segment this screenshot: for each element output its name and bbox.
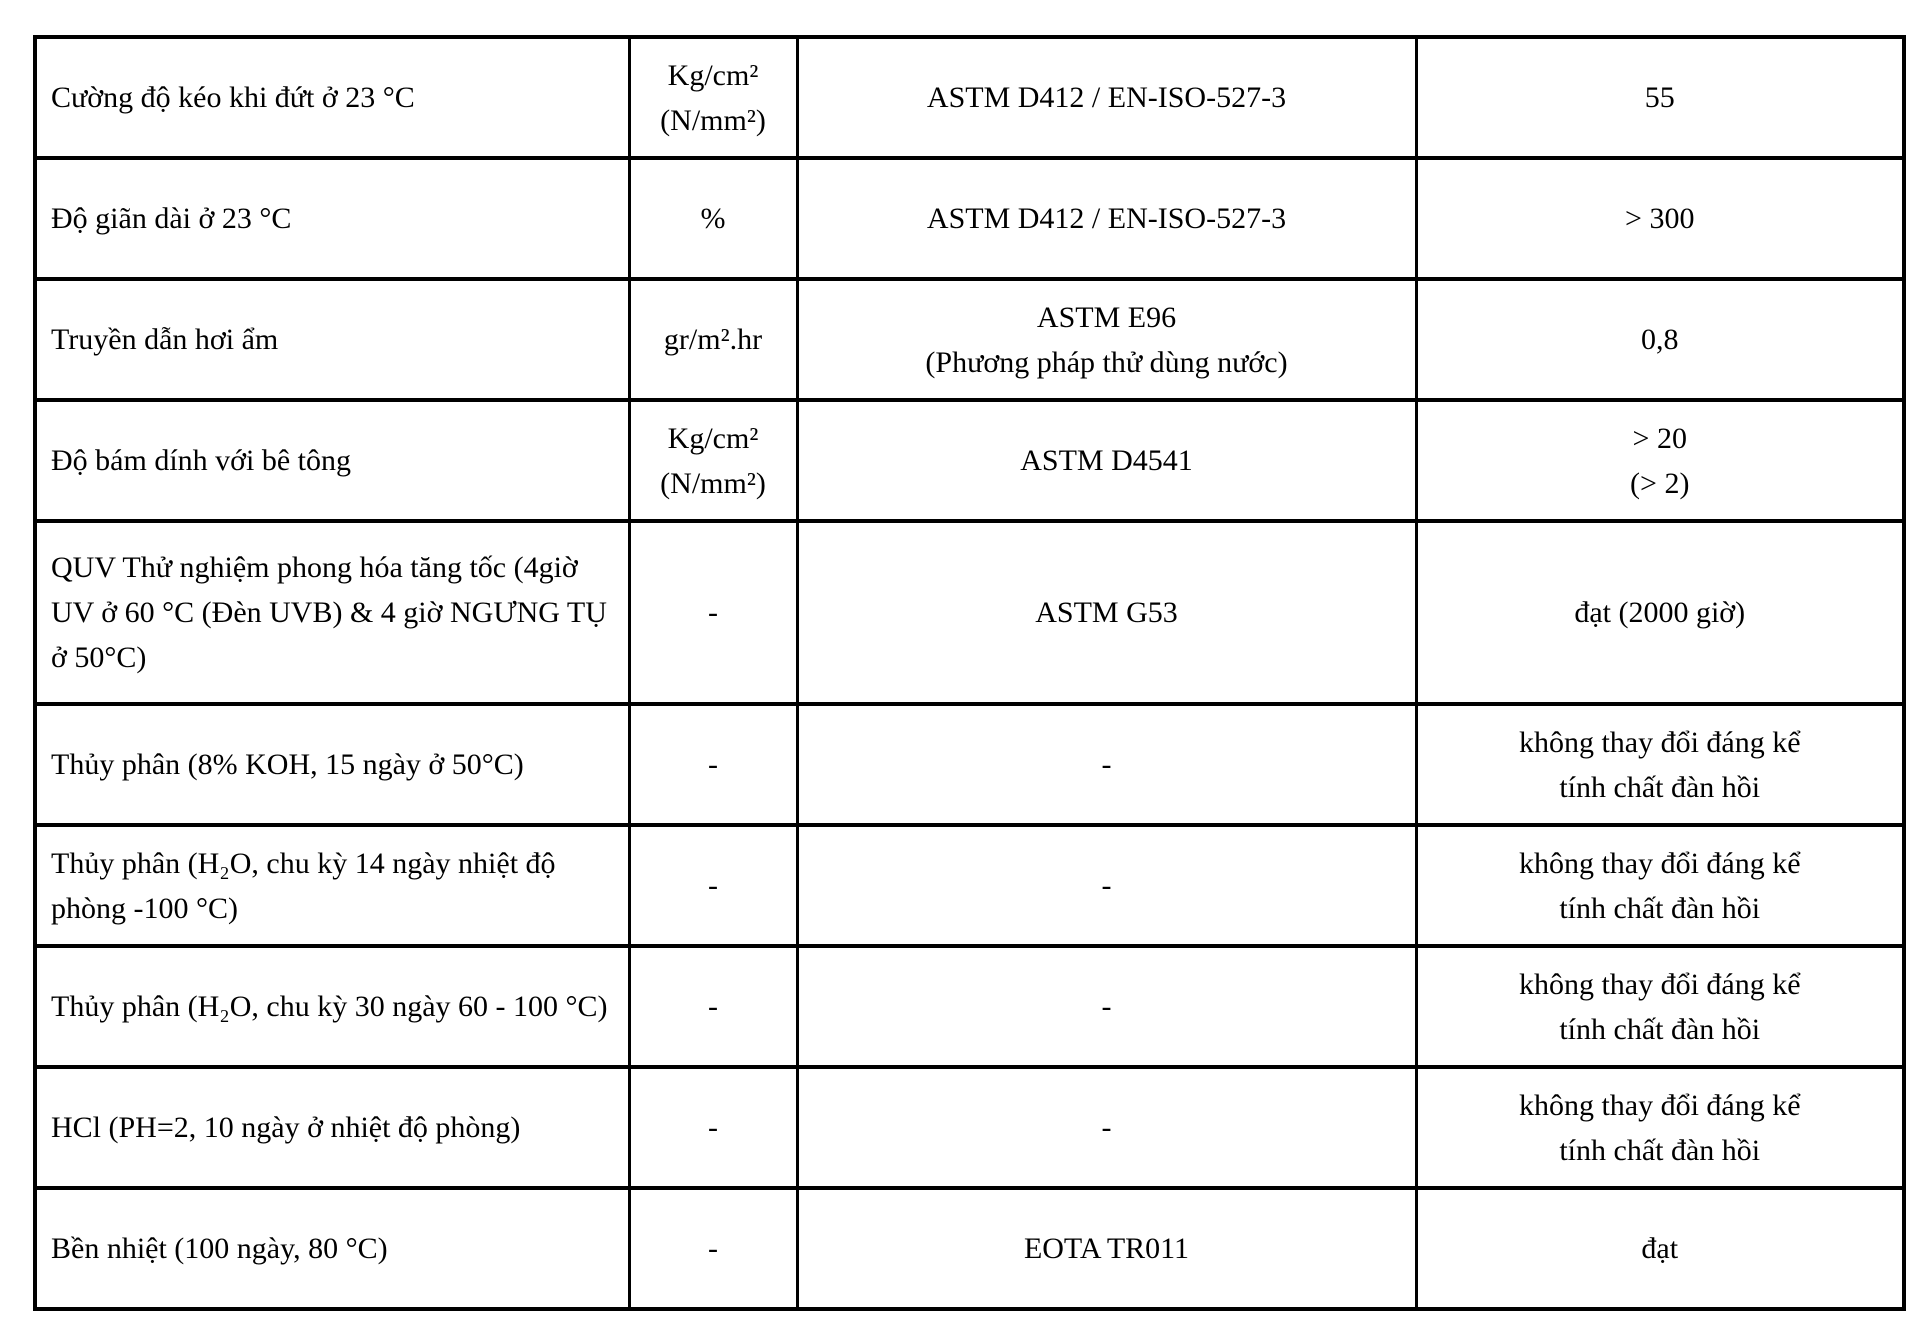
table-row: HCl (PH=2, 10 ngày ở nhiệt độ phòng) - -…: [33, 1065, 1906, 1190]
table-row: Thủy phân (H₂O, chu kỳ 14 ngày nhiệt độ …: [33, 823, 1906, 948]
unit-cell: -: [627, 944, 799, 1069]
value-cell: không thay đổi đáng kể tính chất đàn hồi: [1414, 944, 1906, 1069]
table-row: Thủy phân (H₂O, chu kỳ 30 ngày 60 - 100 …: [33, 944, 1906, 1069]
unit-cell: gr/m².hr: [627, 277, 799, 402]
method-cell: ASTM D412 / EN-ISO-527-3: [795, 156, 1418, 281]
method-cell: ASTM G53: [795, 519, 1418, 706]
unit-cell: -: [627, 1186, 799, 1311]
property-cell: HCl (PH=2, 10 ngày ở nhiệt độ phòng): [33, 1065, 631, 1190]
property-cell: QUV Thử nghiệm phong hóa tăng tốc (4giờ …: [33, 519, 631, 706]
table-row: Độ giãn dài ở 23 °C % ASTM D412 / EN-ISO…: [33, 156, 1906, 281]
method-cell: ASTM E96 (Phương pháp thử dùng nước): [795, 277, 1418, 402]
method-cell: EOTA TR011: [795, 1186, 1418, 1311]
table-row: Truyền dẫn hơi ẩm gr/m².hr ASTM E96 (Phư…: [33, 277, 1906, 402]
property-cell: Truyền dẫn hơi ẩm: [33, 277, 631, 402]
value-cell: không thay đổi đáng kể tính chất đàn hồi: [1414, 1065, 1906, 1190]
method-cell: -: [795, 1065, 1418, 1190]
unit-cell: -: [627, 1065, 799, 1190]
unit-cell: %: [627, 156, 799, 281]
method-cell: ASTM D412 / EN-ISO-527-3: [795, 35, 1418, 160]
table-row: QUV Thử nghiệm phong hóa tăng tốc (4giờ …: [33, 519, 1906, 706]
property-cell: Thủy phân (H₂O, chu kỳ 30 ngày 60 - 100 …: [33, 944, 631, 1069]
technical-specs-table: Cường độ kéo khi đứt ở 23 °C Kg/cm² (N/m…: [33, 35, 1906, 1311]
method-cell: -: [795, 944, 1418, 1069]
table-row: Bền nhiệt (100 ngày, 80 °C) - EOTA TR011…: [33, 1186, 1906, 1311]
table-row: Độ bám dính với bê tông Kg/cm² (N/mm²) A…: [33, 398, 1906, 523]
unit-cell: -: [627, 702, 799, 827]
value-cell: 0,8: [1414, 277, 1906, 402]
unit-cell: -: [627, 519, 799, 706]
property-cell: Bền nhiệt (100 ngày, 80 °C): [33, 1186, 631, 1311]
value-cell: đạt: [1414, 1186, 1906, 1311]
method-cell: -: [795, 702, 1418, 827]
property-cell: Cường độ kéo khi đứt ở 23 °C: [33, 35, 631, 160]
value-cell: không thay đổi đáng kể tính chất đàn hồi: [1414, 702, 1906, 827]
method-cell: -: [795, 823, 1418, 948]
value-cell: 55: [1414, 35, 1906, 160]
table-row: Cường độ kéo khi đứt ở 23 °C Kg/cm² (N/m…: [33, 35, 1906, 160]
property-cell: Độ giãn dài ở 23 °C: [33, 156, 631, 281]
property-cell: Thủy phân (8% KOH, 15 ngày ở 50°C): [33, 702, 631, 827]
value-cell: không thay đổi đáng kể tính chất đàn hồi: [1414, 823, 1906, 948]
unit-cell: Kg/cm² (N/mm²): [627, 35, 799, 160]
property-cell: Thủy phân (H₂O, chu kỳ 14 ngày nhiệt độ …: [33, 823, 631, 948]
unit-cell: -: [627, 823, 799, 948]
value-cell: > 300: [1414, 156, 1906, 281]
value-cell: > 20 (> 2): [1414, 398, 1906, 523]
unit-cell: Kg/cm² (N/mm²): [627, 398, 799, 523]
method-cell: ASTM D4541: [795, 398, 1418, 523]
value-cell: đạt (2000 giờ): [1414, 519, 1906, 706]
property-cell: Độ bám dính với bê tông: [33, 398, 631, 523]
table-row: Thủy phân (8% KOH, 15 ngày ở 50°C) - - k…: [33, 702, 1906, 827]
